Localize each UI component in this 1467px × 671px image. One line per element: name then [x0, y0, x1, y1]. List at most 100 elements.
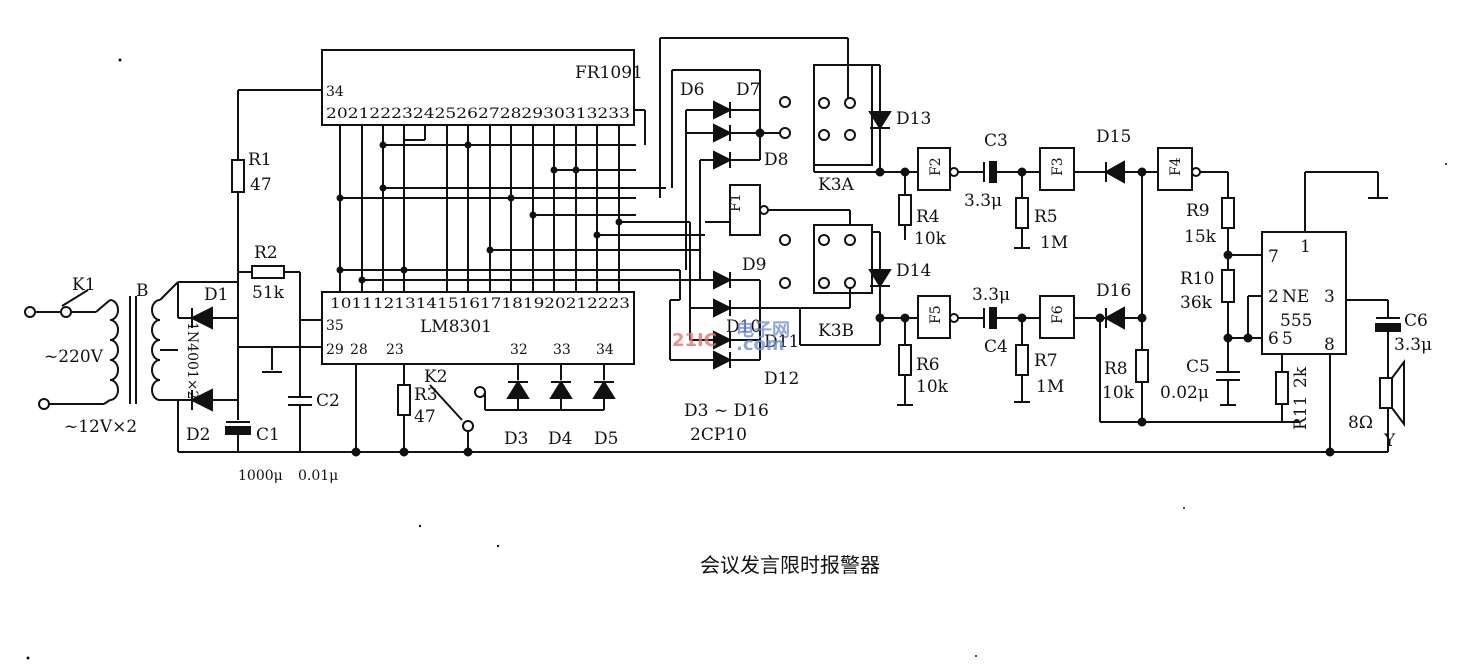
f4-label: F4 — [1168, 157, 1184, 176]
d16-diode — [1106, 308, 1124, 328]
f1-gate — [730, 185, 760, 235]
c3-value: 3.3μ — [964, 191, 1002, 211]
d5-label: D5 — [594, 429, 618, 449]
ne555-pin1: 1 — [1300, 237, 1311, 257]
svg-text:.com: .com — [736, 334, 785, 355]
watermark-logo: 21IC 电子网 .com — [672, 319, 790, 355]
r10-resistor — [1222, 270, 1234, 302]
ne555-name: NE — [1282, 287, 1309, 307]
k2-switch — [430, 385, 462, 420]
r8-value: 10k — [1102, 383, 1135, 403]
d2-label: D2 — [186, 425, 210, 445]
fr1091-chip — [322, 50, 634, 125]
d10-label: D10 — [726, 317, 761, 337]
r4-label: R4 — [916, 207, 940, 227]
r4-value: 10k — [914, 229, 947, 249]
r5-label: R5 — [1034, 207, 1058, 227]
terminal — [61, 307, 71, 317]
c4-label: C4 — [984, 337, 1008, 357]
svg-text:21IC: 21IC — [672, 330, 717, 351]
lm8301-pin33: 33 — [553, 342, 571, 358]
lm8301-pin29: 29 — [326, 342, 344, 358]
d11-diode — [714, 332, 730, 348]
k1-label: K1 — [72, 275, 96, 295]
d1-label: D1 — [204, 285, 228, 305]
r8-resistor — [1136, 350, 1148, 382]
c3-label: C3 — [984, 131, 1008, 151]
r10-value: 36k — [1180, 293, 1213, 313]
transformer-secondary — [152, 300, 160, 400]
fr1091-name: FR1091 — [575, 63, 643, 83]
v12-label: ~12V×2 — [64, 417, 137, 437]
r11-resistor — [1276, 372, 1288, 404]
d4-label: D4 — [548, 429, 572, 449]
terminal — [39, 399, 49, 409]
c1-value: 1000μ — [238, 468, 283, 484]
labels: K1 B ~220V ~12V×2 D1 D2 1N4001×2 C1 1000… — [44, 63, 1432, 484]
r6-value: 10k — [916, 377, 949, 397]
scan-specks — [26, 58, 1447, 660]
r5-resistor — [1016, 198, 1028, 228]
c5-label: C5 — [1186, 357, 1210, 377]
k2-label: K2 — [424, 367, 448, 387]
r9-label: R9 — [1186, 201, 1210, 221]
d15-label: D15 — [1096, 127, 1131, 147]
f5-label: F5 — [928, 305, 944, 324]
k3b-switch — [814, 225, 872, 293]
d16-label: D16 — [1096, 281, 1131, 301]
r3-value: 47 — [414, 407, 436, 427]
d9-label: D9 — [742, 255, 766, 275]
lm8301-name: LM8301 — [420, 317, 492, 337]
r6-label: R6 — [916, 355, 940, 375]
c2-value: 0.01μ — [298, 468, 338, 484]
d3-label: D3 — [504, 429, 528, 449]
d7-diode — [714, 125, 730, 141]
d14-diode — [870, 270, 890, 286]
d8-label: D8 — [764, 150, 788, 170]
lm8301-pin23: 23 — [386, 342, 404, 358]
d13-diode — [870, 112, 890, 128]
diode-type-label: 1N4001×2 — [184, 322, 200, 399]
c6-label: C6 — [1404, 311, 1428, 331]
f3-label: F3 — [1050, 157, 1066, 176]
v220-label: ~220V — [44, 347, 104, 367]
lm8301-pin35: 35 — [326, 318, 344, 334]
r4-resistor — [899, 195, 911, 225]
terminal — [25, 307, 35, 317]
d12-diode — [714, 352, 730, 368]
ne555-pin2: 2 — [1268, 287, 1279, 307]
svg-text:电子网: 电子网 — [736, 319, 790, 341]
lm8301-pins: 1011121314151617181920212223 — [330, 296, 630, 312]
r1-value: 47 — [250, 175, 272, 195]
d12-label: D12 — [764, 369, 799, 389]
d13-label: D13 — [896, 109, 931, 129]
ne555-sub: 555 — [1280, 311, 1312, 331]
r11-value: 2k — [1291, 366, 1311, 388]
k1-switch — [62, 290, 88, 306]
speaker — [1380, 378, 1392, 408]
lm8301-pin32: 32 — [510, 342, 528, 358]
r7-value: 1M — [1036, 377, 1064, 397]
speaker-label: Y — [1383, 431, 1396, 451]
fr1091-pins: 2021222324252627282930313233 — [326, 106, 630, 122]
r10-label: R10 — [1180, 269, 1214, 289]
d5-diode — [594, 382, 614, 398]
b-label: B — [136, 281, 149, 301]
ne555-pin7: 7 — [1268, 247, 1279, 267]
lm8301-pin34: 34 — [596, 342, 614, 358]
f6-label: F6 — [1050, 305, 1066, 324]
r1-resistor — [232, 160, 244, 192]
d11-label: D11 — [764, 332, 799, 352]
lm8301-pin28: 28 — [350, 342, 368, 358]
lm8301-chip — [322, 292, 634, 364]
d7-label: D7 — [736, 80, 760, 100]
c2-label: C2 — [316, 391, 340, 411]
c6-value: 3.3μ — [1394, 335, 1432, 355]
ne555-pin3: 3 — [1324, 287, 1335, 307]
r9-resistor — [1222, 198, 1234, 228]
speaker-value: 8Ω — [1348, 413, 1373, 433]
fr1091-pin34: 34 — [326, 84, 344, 100]
r2-label: R2 — [254, 243, 278, 263]
diagram-caption: 会议发言限时报警器 — [700, 553, 880, 577]
d8-diode — [714, 152, 730, 168]
